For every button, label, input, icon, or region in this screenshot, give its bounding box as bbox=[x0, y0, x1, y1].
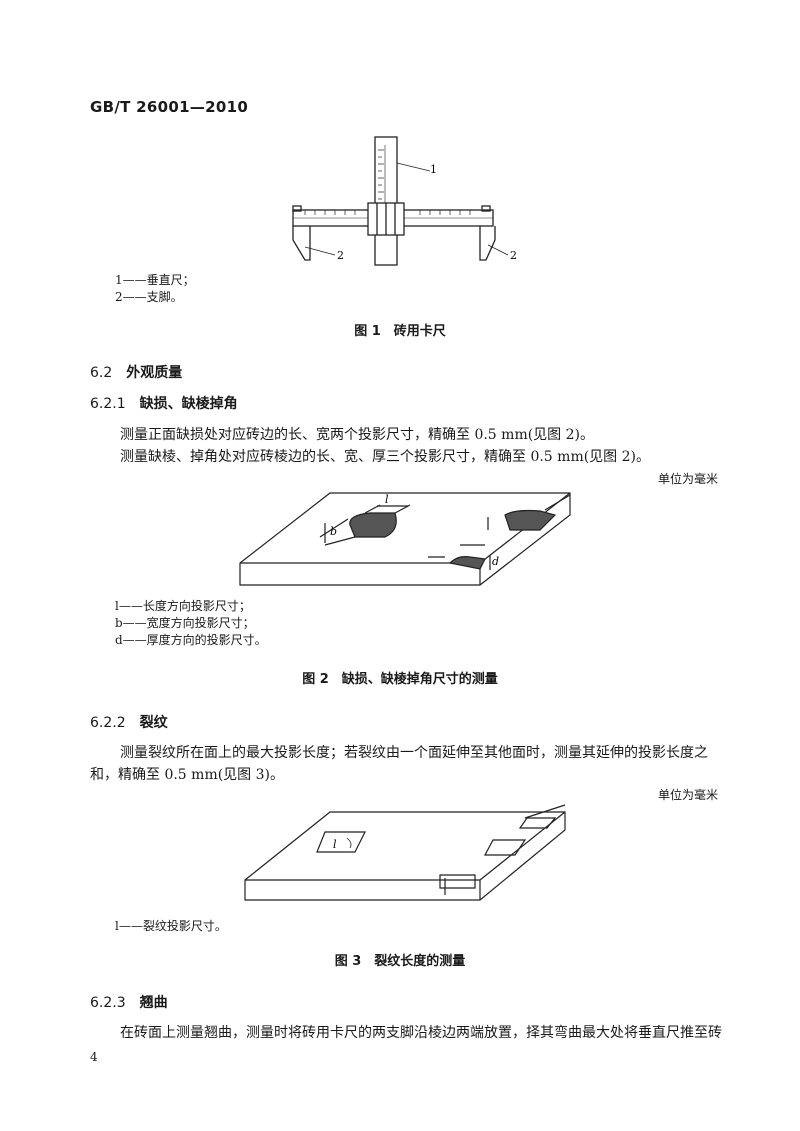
section-number: 6.2.3 bbox=[90, 995, 126, 1011]
paragraph: 测量缺棱、掉角处对应砖棱边的长、宽、厚三个投影尺寸，精确至 0.5 mm(见图 … bbox=[120, 449, 650, 465]
figure-1-legend: 1——垂直尺； 2——支脚。 bbox=[115, 272, 195, 306]
section-heading-6-2-3: 6.2.3 翘曲 bbox=[90, 992, 168, 1012]
page-number: 4 bbox=[90, 1050, 98, 1064]
unit-note: 单位为毫米 bbox=[657, 788, 718, 802]
legend-item: d——厚度方向的投影尺寸。 bbox=[115, 633, 267, 647]
unit-note: 单位为毫米 bbox=[657, 472, 718, 486]
figure-2-caption: 图 2 缺损、缺棱掉角尺寸的测量 bbox=[302, 672, 498, 687]
legend-item: l——裂纹投影尺寸。 bbox=[115, 919, 227, 933]
section-heading-6-2-1: 6.2.1 缺损、缺棱掉角 bbox=[90, 393, 238, 413]
section-number: 6.2.2 bbox=[90, 715, 126, 731]
section-title: 翘曲 bbox=[139, 995, 168, 1011]
section-number: 6.2.1 bbox=[90, 396, 126, 412]
section-title: 裂纹 bbox=[139, 715, 168, 731]
legend-item: 1——垂直尺； bbox=[115, 273, 195, 287]
figure-3-legend: l——裂纹投影尺寸。 bbox=[115, 918, 227, 935]
figure-3-caption: 图 3 裂纹长度的测量 bbox=[334, 954, 466, 969]
figure-1-callout-2-left: 2 bbox=[337, 249, 344, 262]
section-title: 缺损、缺棱掉角 bbox=[139, 396, 238, 412]
legend-item: l——长度方向投影尺寸； bbox=[115, 599, 251, 613]
figure-2-legend: l——长度方向投影尺寸； b——宽度方向投影尺寸； d——厚度方向的投影尺寸。 bbox=[115, 598, 267, 649]
document-header: GB/T 26001—2010 bbox=[90, 98, 249, 116]
figure-3-drawing: l bbox=[244, 804, 566, 901]
legend-item: 2——支脚。 bbox=[115, 290, 183, 304]
figure-1-callout-1: 1 bbox=[430, 163, 437, 176]
section-title: 外观质量 bbox=[126, 365, 183, 381]
figure-3-label-l: l bbox=[333, 838, 337, 851]
section-heading-6-2: 6.2 外观质量 bbox=[90, 362, 182, 382]
paragraph: 在砖面上测量翘曲，测量时将砖用卡尺的两支脚沿棱边两端放置，择其弯曲最大处将垂直尺… bbox=[120, 1025, 722, 1041]
legend-item: b——宽度方向投影尺寸； bbox=[115, 616, 255, 630]
figure-2-label-l: l bbox=[385, 493, 389, 506]
figure-2-label-d: d bbox=[492, 555, 499, 568]
figure-1-callout-2-right: 2 bbox=[510, 249, 517, 262]
figure-1-caliper-drawing: 1 2 2 bbox=[292, 136, 517, 266]
paragraph: 测量裂纹所在面上的最大投影长度；若裂纹由一个面延伸至其他面时，测量其延伸的投影长… bbox=[90, 745, 708, 783]
section-number: 6.2 bbox=[90, 365, 113, 381]
figure-1-caption: 图 1 砖用卡尺 bbox=[354, 324, 446, 339]
paragraph: 测量正面缺损处对应砖边的长、宽两个投影尺寸，精确至 0.5 mm(见图 2)。 bbox=[120, 427, 594, 443]
section-heading-6-2-2: 6.2.2 裂纹 bbox=[90, 712, 168, 732]
figure-2-drawing: l b d bbox=[239, 492, 571, 586]
figure-2-label-b: b bbox=[330, 525, 337, 538]
